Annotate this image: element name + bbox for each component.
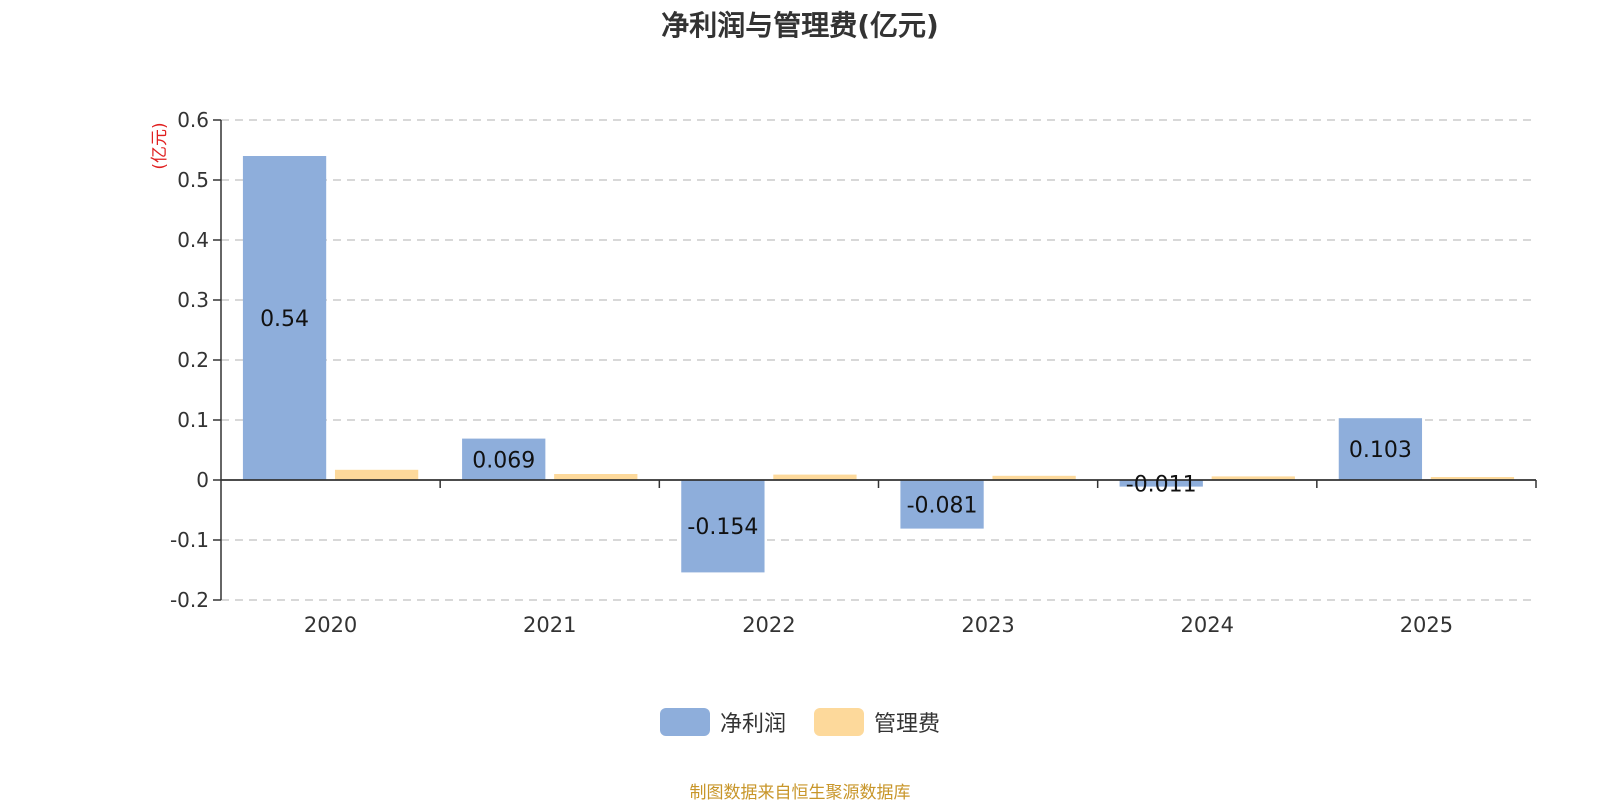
data-label-net-profit: 0.103 <box>1349 438 1412 463</box>
x-tick-label: 2023 <box>961 613 1014 637</box>
data-label-net-profit: -0.154 <box>687 515 758 540</box>
bar-admin-fee[interactable] <box>773 474 857 480</box>
data-label-net-profit: -0.081 <box>907 493 978 518</box>
x-tick-label: 2025 <box>1400 613 1453 637</box>
y-tick-label: 0.5 <box>177 168 209 192</box>
gridlines <box>221 119 1536 601</box>
y-tick-label: 0.1 <box>177 408 209 432</box>
x-tick-label: 2021 <box>523 613 576 637</box>
data-label-net-profit: 0.069 <box>472 448 535 473</box>
y-tick-label: 0.2 <box>177 348 209 372</box>
legend: 净利润 管理费 <box>0 706 1600 738</box>
axes: 0.6 0.5 0.4 0.3 0.2 0.1 0 -0.1 -0.2 2020 2021 2022 2… <box>170 108 1537 637</box>
legend-swatch-admin-fee <box>814 708 864 736</box>
legend-label-net-profit: 净利润 <box>719 712 786 737</box>
x-tick-label: 2020 <box>304 613 357 637</box>
legend-label-admin-fee: 管理费 <box>874 712 941 737</box>
y-tick-label: 0.3 <box>177 288 209 312</box>
bar-net-profit[interactable] <box>242 156 327 480</box>
y-axis-unit-label: (亿元) <box>150 122 170 169</box>
legend-item-net-profit[interactable]: 净利润 <box>659 706 786 738</box>
bar-admin-fee[interactable] <box>1211 476 1295 480</box>
y-tick-label: 0.6 <box>177 108 209 132</box>
bar-net-profit[interactable] <box>462 438 546 480</box>
data-label-net-profit: -0.011 <box>1126 472 1197 497</box>
bar-net-profit[interactable] <box>681 480 765 573</box>
data-label-net-profit: 0.54 <box>260 307 309 332</box>
y-tick-label: -0.2 <box>170 588 209 612</box>
x-tick-label: 2024 <box>1181 613 1234 637</box>
bar-admin-fee[interactable] <box>554 474 638 480</box>
bar-net-profit[interactable] <box>1338 418 1423 480</box>
y-tick-label: 0.4 <box>177 228 209 252</box>
data-labels: 0.54 0.069 -0.154 -0.081 -0.011 0.103 <box>260 307 1412 540</box>
bar-net-profit[interactable] <box>900 480 984 529</box>
x-tick-label: 2022 <box>742 613 795 637</box>
legend-item-admin-fee[interactable]: 管理费 <box>814 706 940 738</box>
bar-admin-fee[interactable] <box>1430 477 1515 480</box>
source-note: 制图数据来自恒生聚源数据库 <box>689 783 911 803</box>
y-tick-label: 0 <box>196 468 209 492</box>
y-tick-label: -0.1 <box>170 528 209 552</box>
chart-title: 净利润与管理费(亿元) <box>661 9 939 42</box>
bar-admin-fee[interactable] <box>334 469 419 480</box>
legend-swatch-net-profit <box>659 708 710 736</box>
bar-net-profit[interactable] <box>1119 480 1203 487</box>
bars <box>242 156 1515 573</box>
bar-admin-fee[interactable] <box>992 475 1076 480</box>
